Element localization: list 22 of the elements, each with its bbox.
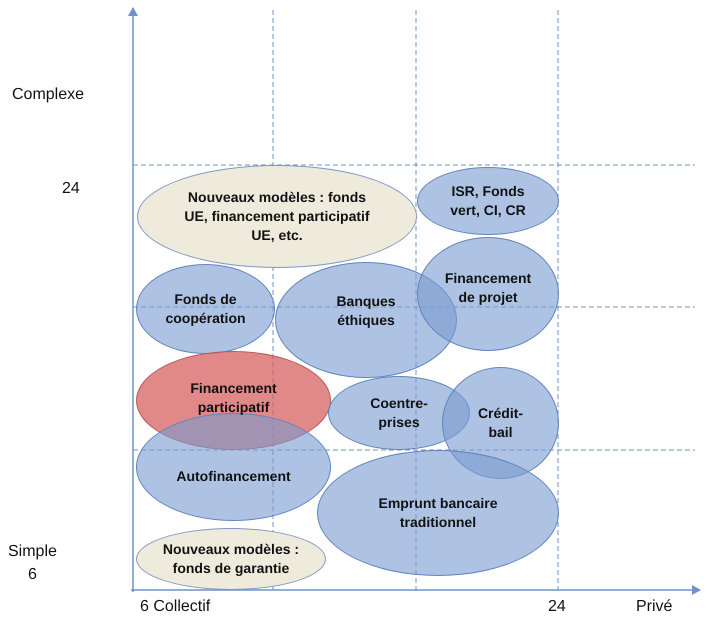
bubble-label: Fonds de coopération bbox=[164, 290, 247, 328]
bubble-label: Financement de projet bbox=[444, 269, 532, 307]
axis-title: Privé bbox=[636, 598, 672, 616]
bubble-label: Emprunt bancaire traditionnel bbox=[377, 494, 499, 532]
bubble-label: Crédit-bail bbox=[476, 404, 524, 442]
bubble-label: Nouveaux modèles : fonds UE, financement participatif UE, etc. bbox=[183, 188, 371, 245]
axis-title: 6 Collectif bbox=[140, 598, 210, 616]
bubble-label: Financement participatif bbox=[189, 378, 278, 416]
category-bubble bbox=[136, 351, 331, 450]
axis-tick: 6 bbox=[28, 566, 37, 584]
bubble-label: Autofinancement bbox=[176, 466, 291, 486]
category-bubble bbox=[417, 167, 559, 235]
category-bubble bbox=[136, 264, 275, 354]
bubble-label: ISR, Fonds vert, CI, CR bbox=[449, 182, 527, 220]
axis-tick: 24 bbox=[548, 598, 566, 616]
axis-title: Simple bbox=[8, 543, 57, 561]
axis-title: Complexe bbox=[12, 86, 84, 104]
bubble-label: Banques éthiques bbox=[335, 292, 397, 330]
axis-tick: 24 bbox=[62, 180, 80, 198]
category-bubble bbox=[137, 165, 417, 268]
bubble-label: Nouveaux modèles : fonds de garantie bbox=[162, 540, 300, 578]
bubble-label: Coentre-prises bbox=[369, 394, 429, 432]
